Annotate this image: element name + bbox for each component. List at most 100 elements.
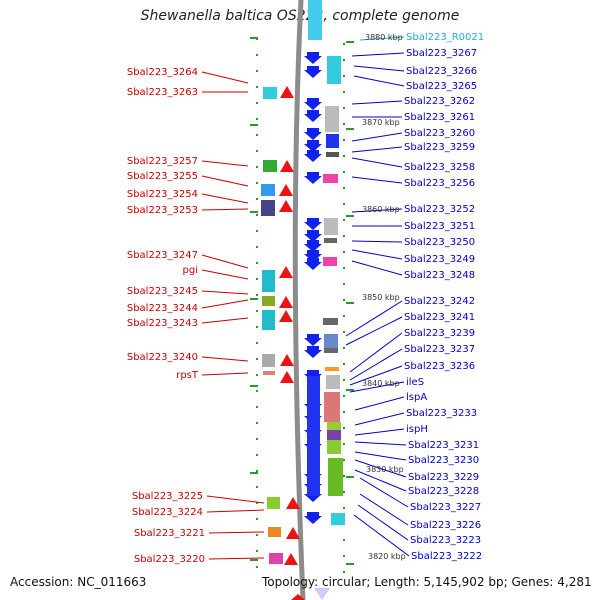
label-connector — [351, 157, 403, 168]
label-connector — [201, 71, 249, 84]
tick-mark — [346, 476, 354, 478]
tick-mark — [256, 278, 258, 280]
label-connector — [201, 317, 249, 324]
gene-label-right[interactable]: ileS — [406, 377, 424, 388]
tick-mark — [256, 390, 258, 392]
tick-mark — [343, 363, 345, 365]
tick-mark — [256, 518, 258, 520]
gene-box — [323, 318, 338, 325]
gene-label-left[interactable]: Sbal223_3224 — [132, 507, 203, 518]
gene-label-left[interactable]: Sbal223_3253 — [127, 205, 198, 216]
gene-box — [307, 376, 320, 496]
tick-mark — [343, 555, 345, 557]
tick-mark — [343, 491, 345, 493]
label-connector — [351, 260, 403, 276]
arrow-down-icon — [304, 512, 322, 524]
tick-mark — [343, 283, 345, 285]
label-connector — [351, 208, 403, 213]
arrow-down-icon — [304, 334, 322, 346]
tick-mark — [343, 475, 345, 477]
gene-box — [323, 257, 337, 266]
label-connector — [354, 428, 405, 436]
arrow-down-icon — [304, 250, 322, 262]
gene-label-right[interactable]: Sbal223_3242 — [404, 296, 475, 307]
gene-label-left[interactable]: Sbal223_3220 — [134, 554, 205, 565]
gene-label-right[interactable]: Sbal223_3265 — [406, 81, 477, 92]
gene-label-left[interactable]: Sbal223_3254 — [127, 189, 198, 200]
gene-label-left[interactable]: rpsT — [176, 370, 199, 381]
gene-label-left[interactable]: Sbal223_3255 — [127, 171, 198, 182]
gene-label-left[interactable]: Sbal223_3225 — [132, 491, 203, 502]
gene-label-right[interactable]: Sbal223_3233 — [406, 408, 477, 419]
tick-mark — [256, 166, 258, 168]
tick-mark — [343, 315, 345, 317]
gene-label-right[interactable]: Sbal223_3250 — [404, 237, 475, 248]
arrow-up-icon — [279, 296, 293, 308]
gene-label-right[interactable]: Sbal223_3230 — [408, 455, 479, 466]
gene-label-right[interactable]: Sbal223_3227 — [410, 502, 481, 513]
gene-label-left[interactable]: Sbal223_3247 — [127, 250, 198, 261]
gene-label-right[interactable]: Sbal223_3223 — [410, 535, 481, 546]
gene-label-right[interactable]: Sbal223_3260 — [404, 128, 475, 139]
gene-label-right[interactable]: Sbal223_3256 — [404, 178, 475, 189]
gene-label-left[interactable]: Sbal223_3245 — [127, 286, 198, 297]
gene-label-left[interactable]: Sbal223_3244 — [127, 303, 198, 314]
gene-box — [263, 87, 277, 99]
gene-label-left[interactable]: Sbal223_3240 — [127, 352, 198, 363]
gene-label-right[interactable]: ispH — [406, 424, 428, 435]
gene-label-right[interactable]: Sbal223_3266 — [406, 66, 477, 77]
label-connector — [354, 412, 405, 426]
gene-label-right[interactable]: Sbal223_3239 — [404, 328, 475, 339]
gene-box — [323, 174, 338, 183]
gene-label-right[interactable]: Sbal223_3262 — [404, 96, 475, 107]
gene-label-left[interactable]: Sbal223_3263 — [127, 87, 198, 98]
gene-label-right[interactable]: Sbal223_3258 — [404, 162, 475, 173]
tick-mark — [343, 219, 345, 221]
tick-mark — [343, 539, 345, 541]
tick-mark — [256, 150, 258, 152]
gene-label-right[interactable]: Sbal223_3226 — [410, 520, 481, 531]
tick-mark — [256, 214, 258, 216]
tick-mark — [346, 41, 354, 43]
gene-label-right[interactable]: Sbal223_3259 — [404, 142, 475, 153]
gene-label-right[interactable]: Sbal223_3249 — [404, 254, 475, 265]
label-connector — [353, 65, 405, 72]
gene-label-right[interactable]: Sbal223_R0021 — [406, 32, 484, 43]
gene-label-right[interactable]: Sbal223_3229 — [408, 472, 479, 483]
tick-mark — [256, 438, 258, 440]
gene-box — [263, 371, 275, 375]
gene-label-right[interactable]: Sbal223_3252 — [404, 204, 475, 215]
label-connector — [201, 208, 249, 211]
gene-box — [327, 430, 341, 440]
gene-label-right[interactable]: Sbal223_3267 — [406, 48, 477, 59]
gene-label-left[interactable]: pgi — [183, 265, 198, 276]
gene-label-right[interactable]: Sbal223_3241 — [404, 312, 475, 323]
label-connector — [201, 254, 249, 269]
tick-mark — [343, 43, 345, 45]
tick-mark — [343, 171, 345, 173]
label-connector — [353, 514, 410, 557]
tick-mark — [256, 54, 258, 56]
arrow-down-icon — [304, 128, 322, 140]
gene-label-left[interactable]: Sbal223_3257 — [127, 156, 198, 167]
gene-label-right[interactable]: Sbal223_3261 — [404, 112, 475, 123]
gene-label-right[interactable]: Sbal223_3222 — [411, 551, 482, 562]
gene-label-left[interactable]: Sbal223_3243 — [127, 318, 198, 329]
gene-label-right[interactable]: Sbal223_3236 — [404, 361, 475, 372]
label-connector — [206, 509, 265, 513]
gene-label-right[interactable]: Sbal223_3231 — [408, 440, 479, 451]
gene-label-left[interactable]: Sbal223_3221 — [134, 528, 205, 539]
gene-label-right[interactable]: Sbal223_3248 — [404, 270, 475, 281]
gene-label-right[interactable]: lspA — [406, 392, 427, 403]
scale-tick-label: 3850 kbp — [362, 293, 400, 302]
label-connector — [201, 290, 249, 295]
label-connector — [208, 531, 265, 534]
gene-label-right[interactable]: Sbal223_3228 — [408, 486, 479, 497]
gene-label-right[interactable]: Sbal223_3251 — [404, 221, 475, 232]
arrow-down-icon — [304, 98, 322, 110]
tick-mark — [256, 134, 258, 136]
gene-label-right[interactable]: Sbal223_3237 — [404, 344, 475, 355]
gene-label-left[interactable]: Sbal223_3264 — [127, 67, 198, 78]
gene-box — [327, 440, 341, 454]
tick-mark — [346, 389, 354, 391]
